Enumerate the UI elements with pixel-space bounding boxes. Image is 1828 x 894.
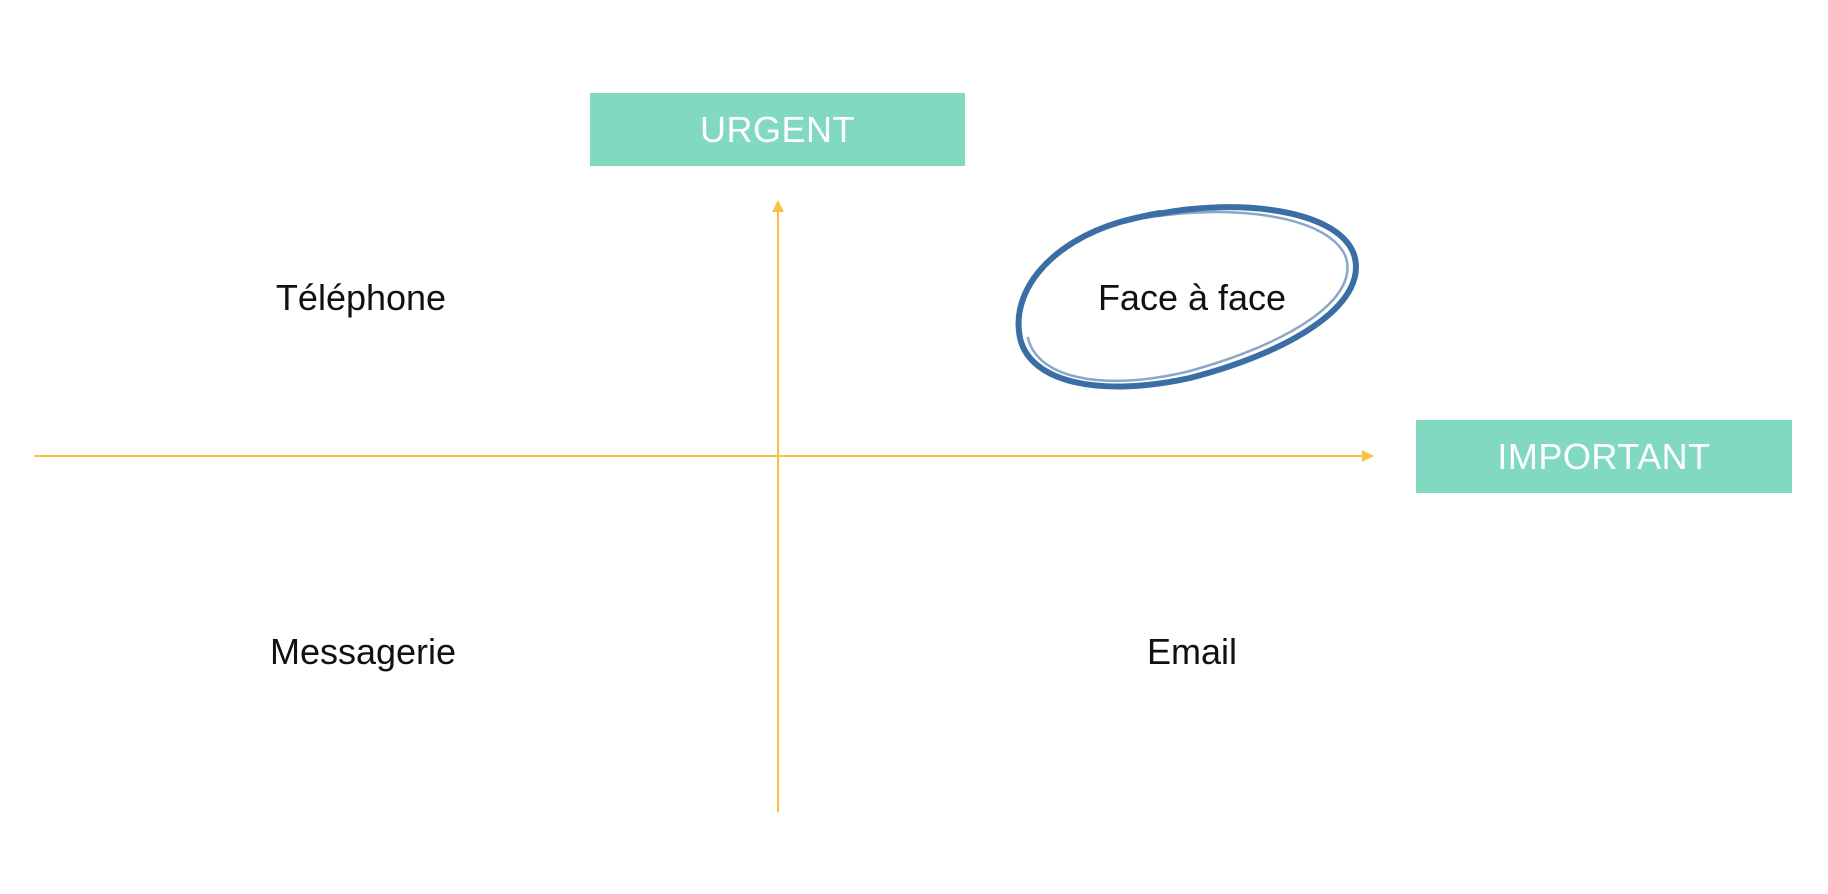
quadrant-bottom-right-label: Email <box>1146 631 1238 672</box>
urgent-axis-label: URGENT <box>590 93 965 166</box>
highlight-stroke-main <box>1015 204 1359 390</box>
highlight-circle <box>1015 204 1359 390</box>
quadrant-bottom-left-label: Messagerie <box>269 631 457 672</box>
highlight-stroke-inner <box>1026 210 1349 383</box>
quadrant-top-left-label: Téléphone <box>275 277 447 318</box>
quadrant-top-right-label: Face à face <box>1097 277 1287 318</box>
important-axis-label: IMPORTANT <box>1416 420 1792 493</box>
